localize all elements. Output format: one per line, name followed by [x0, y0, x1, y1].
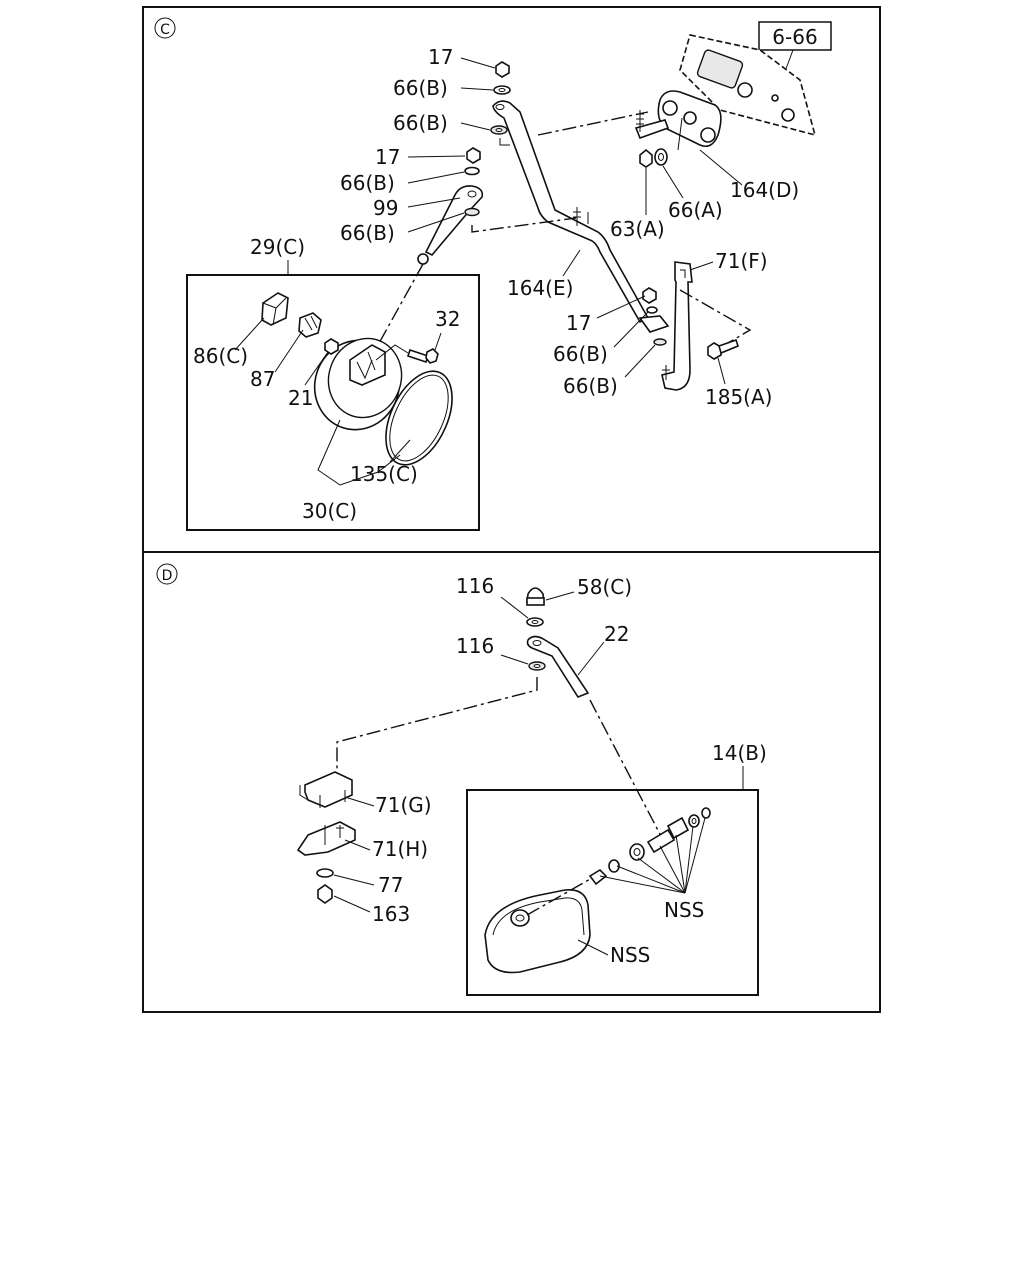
label-87: 87	[250, 367, 275, 391]
mirror-14b	[484, 807, 711, 974]
label-71h: 71(H)	[372, 837, 428, 861]
label-86c: 86(C)	[193, 344, 248, 368]
cap-nut-58c	[526, 587, 545, 606]
label-66b-b: 66(B)	[393, 111, 448, 135]
label-66b-e: 66(B)	[553, 342, 608, 366]
label-63a: 63(A)	[610, 217, 665, 241]
label-32: 32	[435, 307, 460, 331]
label-29c: 29(C)	[250, 235, 305, 259]
label-nss-a: NSS	[664, 898, 704, 922]
label-66b-d: 66(B)	[340, 221, 395, 245]
label-71f: 71(F)	[715, 249, 768, 273]
svg-text:D: D	[162, 568, 173, 584]
bracket-71h	[296, 821, 356, 856]
rod-22	[526, 635, 590, 698]
leader-lines-d	[333, 591, 744, 913]
leader-lines-c	[287, 57, 743, 385]
label-99: 99	[373, 196, 398, 220]
inset-box-29c	[186, 274, 480, 531]
section-d: D	[156, 563, 767, 996]
cap-86c	[261, 292, 289, 326]
label-17-c: 17	[566, 311, 591, 335]
label-58c: 58(C)	[577, 575, 632, 599]
mirror-head-30c	[313, 263, 453, 466]
labels-c: 17 66(B) 66(B) 17 66(B) 99 66(B) 29(C) 8…	[193, 45, 799, 523]
ref-box-6-66[interactable]: 6-66	[758, 21, 832, 51]
label-17-a: 17	[428, 45, 453, 69]
nss-leaders	[577, 817, 706, 956]
label-30c: 30(C)	[302, 499, 357, 523]
label-22: 22	[604, 622, 629, 646]
labels-d: 116 58(C) 116 22 14(B) 71(G) 71(H) 77 16…	[372, 574, 767, 967]
label-66b-a: 66(B)	[393, 76, 448, 100]
outer-frame	[142, 6, 881, 1013]
section-c-marker: C	[154, 17, 176, 39]
label-71g: 71(G)	[375, 793, 432, 817]
label-17-b: 17	[375, 145, 400, 169]
label-116-a: 116	[456, 574, 494, 598]
label-185a: 185(A)	[705, 385, 772, 409]
svg-text:6-66: 6-66	[772, 25, 817, 49]
label-164d: 164(D)	[730, 178, 799, 202]
clip-87	[298, 312, 322, 338]
bracket-71g	[299, 771, 353, 808]
label-nss-b: NSS	[610, 943, 650, 967]
bracket-71f	[661, 261, 693, 391]
inset-box-14b	[466, 789, 759, 996]
label-164e: 164(E)	[507, 276, 573, 300]
label-77: 77	[378, 873, 403, 897]
label-135c: 135(C)	[350, 462, 418, 486]
section-c: C 6-66	[154, 17, 832, 531]
label-21: 21	[288, 386, 313, 410]
svg-text:C: C	[160, 22, 170, 38]
label-66b-f: 66(B)	[563, 374, 618, 398]
arm-164e	[492, 100, 650, 324]
label-66a: 66(A)	[668, 198, 723, 222]
label-163: 163	[372, 902, 410, 926]
section-d-marker: D	[156, 563, 178, 585]
label-116-b: 116	[456, 634, 494, 658]
label-66b-c: 66(B)	[340, 171, 395, 195]
body-panel	[679, 34, 817, 137]
label-14b: 14(B)	[712, 741, 767, 765]
